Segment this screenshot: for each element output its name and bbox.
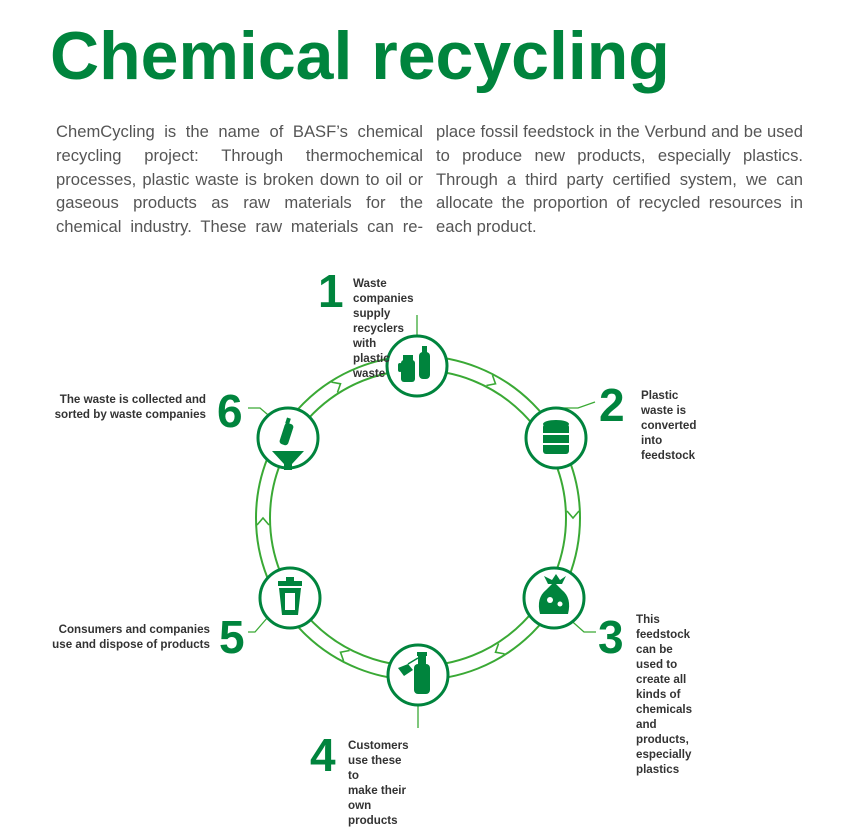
step-6-node bbox=[256, 406, 320, 470]
step-1-node bbox=[385, 334, 449, 398]
page-title: Chemical recycling bbox=[50, 18, 670, 94]
barrel-icon bbox=[543, 420, 569, 454]
chevron-2 bbox=[566, 510, 580, 520]
step-1-number: 1 bbox=[318, 265, 344, 317]
intro-column-2: place fossil feedstock in the Verbund an… bbox=[436, 122, 803, 237]
step-2-number: 2 bbox=[599, 379, 625, 431]
chevron-3 bbox=[494, 643, 505, 655]
bottles-icon bbox=[398, 346, 430, 382]
chevron-1 bbox=[486, 374, 497, 387]
cycle-ring-outer bbox=[255, 355, 581, 681]
funnel-icon bbox=[272, 417, 304, 470]
step-5-node bbox=[258, 566, 322, 630]
step-3-node bbox=[522, 566, 586, 630]
step-3-number: 3 bbox=[598, 611, 624, 663]
bag-icon bbox=[538, 574, 570, 614]
recycling-cycle-diagram bbox=[248, 315, 596, 728]
step-4-node bbox=[386, 643, 450, 707]
bin-icon bbox=[278, 577, 302, 615]
step-2-label: Plastic waste is converted into feedstoc… bbox=[641, 389, 697, 462]
step-2-node bbox=[524, 406, 588, 470]
connector-5 bbox=[248, 616, 269, 633]
cycle-ring-inner bbox=[269, 369, 567, 667]
step-5-number: 5 bbox=[219, 611, 245, 663]
step-1-label: Waste companies supply recyclers with pl… bbox=[353, 277, 414, 380]
step-6-label: The waste is collected and sorted by was… bbox=[54, 393, 206, 421]
step-6-number: 6 bbox=[217, 385, 243, 437]
step-4-number: 4 bbox=[310, 729, 336, 781]
cycle-direction-chevrons bbox=[256, 374, 580, 662]
chevron-6 bbox=[331, 381, 342, 393]
intro-column-1: ChemCycling is the name of BASF’s chemic… bbox=[56, 122, 423, 237]
step-5-label: Consumers and companies use and dispose … bbox=[52, 623, 210, 651]
step-3-label: This feedstock can be used to create all… bbox=[636, 613, 693, 776]
chevron-4 bbox=[339, 649, 350, 662]
step-4-label: Customers use these to make their own pr… bbox=[348, 739, 409, 827]
chevron-5 bbox=[256, 516, 270, 526]
bottle-tag-icon bbox=[398, 652, 430, 694]
